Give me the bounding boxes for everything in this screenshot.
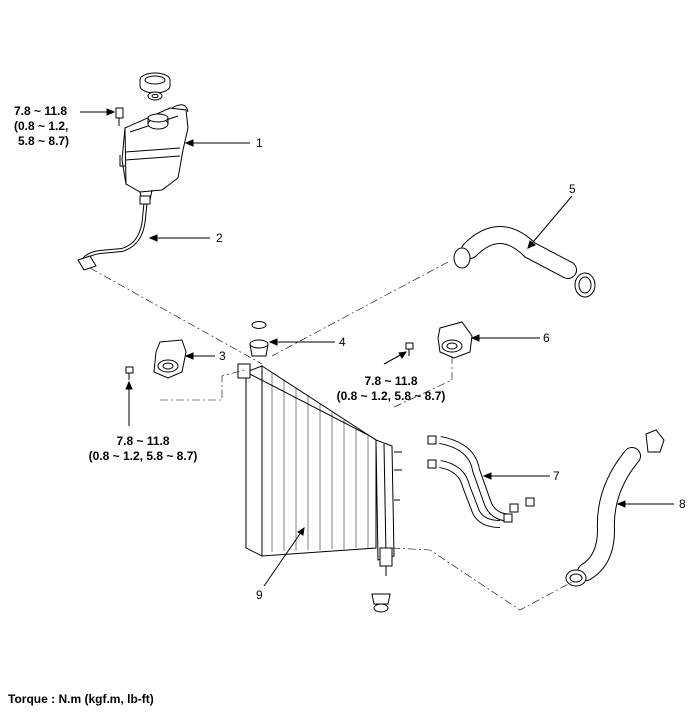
callout-9: 9 xyxy=(256,588,263,602)
torque-line: (0.8 ~ 1.2, xyxy=(14,119,69,133)
upper-hose xyxy=(453,226,596,298)
lower-hose xyxy=(565,429,665,587)
reservoir-tank xyxy=(119,104,189,201)
torque-line: 7.8 ~ 11.8 xyxy=(116,434,170,448)
bracket-left xyxy=(125,339,187,380)
torque-line: 5.8 ~ 8.7) xyxy=(18,134,70,148)
callout-8: 8 xyxy=(679,497,686,511)
torque-line: (0.8 ~ 1.2, 5.8 ~ 8.7) xyxy=(336,389,446,403)
torque-spec-right-bracket: 7.8 ~ 11.8 (0.8 ~ 1.2, 5.8 ~ 8.7) xyxy=(326,374,456,404)
callout-2: 2 xyxy=(216,231,223,245)
reservoir-cap xyxy=(139,72,171,101)
callout-7: 7 xyxy=(553,469,560,483)
torque-spec-reservoir: 7.8 ~ 11.8 (0.8 ~ 1.2, 5.8 ~ 8.7) xyxy=(14,104,69,149)
callout-4: 4 xyxy=(339,335,346,349)
callout-6: 6 xyxy=(543,331,550,345)
oil-cooler-hoses xyxy=(427,435,535,528)
callout-3: 3 xyxy=(219,349,226,363)
bracket-right xyxy=(405,321,473,359)
torque-spec-left-bracket: 7.8 ~ 11.8 (0.8 ~ 1.2, 5.8 ~ 8.7) xyxy=(78,434,208,464)
assembly-lines xyxy=(89,261,573,611)
radiator xyxy=(237,363,402,576)
drain-plug xyxy=(371,593,391,613)
callout-5: 5 xyxy=(569,182,576,196)
leader-lines xyxy=(80,108,674,587)
radiator-fins xyxy=(271,372,369,552)
reservoir-hose xyxy=(77,195,151,271)
torque-line: (0.8 ~ 1.2, 5.8 ~ 8.7) xyxy=(88,449,198,463)
reservoir-bolt xyxy=(115,107,124,126)
torque-unit-note: Torque : N.m (kgf.m, lb-ft) xyxy=(8,692,154,706)
radiator-cap xyxy=(249,321,269,357)
torque-line: 7.8 ~ 11.8 xyxy=(364,374,418,388)
torque-line: 7.8 ~ 11.8 xyxy=(14,104,68,118)
callout-1: 1 xyxy=(256,136,263,150)
